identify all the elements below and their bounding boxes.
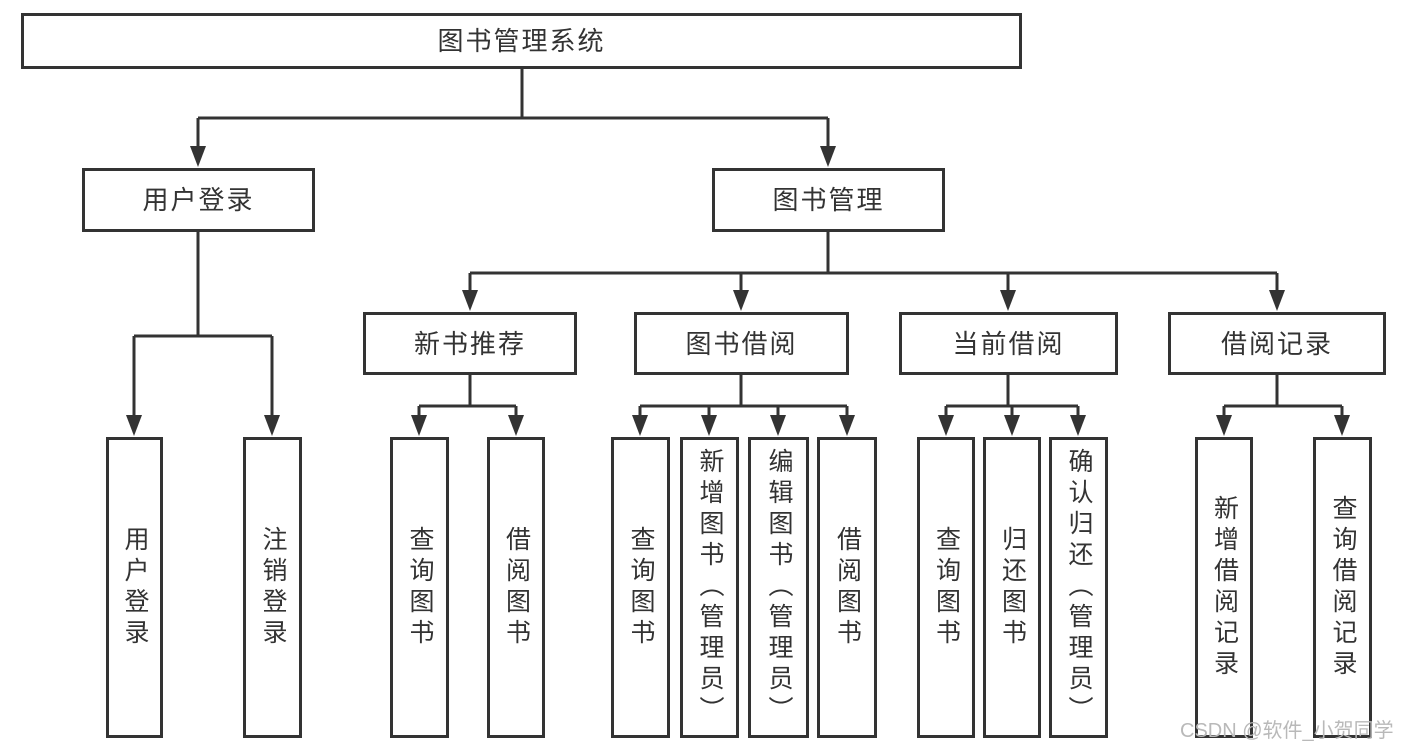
connector-borrowing-records-to-children bbox=[1216, 375, 1350, 436]
leaf-return-book: 归还图书 bbox=[983, 437, 1041, 738]
leaf-logout: 注销登录 bbox=[243, 437, 302, 738]
connector-current-borrowing-to-children bbox=[938, 375, 1086, 436]
connector-book-management-to-level3 bbox=[462, 232, 1285, 311]
leaf-query-borrow-record: 查询借阅记录 bbox=[1313, 437, 1372, 738]
leaf-query-book-borrowing: 查询图书 bbox=[611, 437, 670, 738]
node-book-borrowing: 图书借阅 bbox=[634, 312, 849, 375]
leaf-query-book-recommend: 查询图书 bbox=[390, 437, 449, 738]
leaf-add-borrow-record: 新增借阅记录 bbox=[1195, 437, 1253, 738]
leaf-add-book-admin: 新增图书（管理员） bbox=[680, 437, 739, 738]
node-root-library-system: 图书管理系统 bbox=[21, 13, 1022, 69]
connector-new-book-recommend-to-children bbox=[411, 375, 524, 436]
connector-book-borrowing-to-children bbox=[632, 375, 855, 436]
leaf-borrow-book-recommend: 借阅图书 bbox=[487, 437, 545, 738]
leaf-borrow-book-borrowing: 借阅图书 bbox=[817, 437, 877, 738]
node-user-login: 用户登录 bbox=[82, 168, 315, 232]
node-book-management: 图书管理 bbox=[712, 168, 945, 232]
node-borrowing-records: 借阅记录 bbox=[1168, 312, 1386, 375]
connector-root-to-level2 bbox=[190, 69, 836, 167]
node-current-borrowing: 当前借阅 bbox=[899, 312, 1118, 375]
leaf-edit-book-admin: 编辑图书（管理员） bbox=[748, 437, 809, 738]
csdn-watermark: CSDN @软件_小贺同学 bbox=[1180, 720, 1394, 742]
connector-user-login-to-children bbox=[126, 232, 280, 436]
leaf-confirm-return-admin: 确认归还（管理员） bbox=[1049, 437, 1108, 738]
node-new-book-recommend: 新书推荐 bbox=[363, 312, 577, 375]
leaf-user-login: 用户登录 bbox=[106, 437, 163, 738]
leaf-query-book-current: 查询图书 bbox=[917, 437, 975, 738]
